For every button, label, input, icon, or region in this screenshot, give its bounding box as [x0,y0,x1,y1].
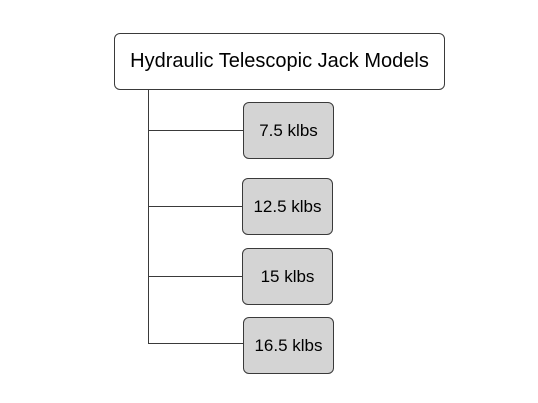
child-node-label: 16.5 klbs [254,335,323,355]
root-node: Hydraulic Telescopic Jack Models [114,33,445,90]
child-node-label: 12.5 klbs [253,196,322,216]
child-node-15-klbs: 15 klbs [242,248,333,305]
branch-connector-line [148,206,242,207]
trunk-connector-line [148,90,149,344]
child-node-12-5-klbs: 12.5 klbs [242,178,333,235]
child-node-16-5-klbs: 16.5 klbs [243,317,334,374]
branch-connector-line [148,276,242,277]
child-node-7-5-klbs: 7.5 klbs [243,102,334,159]
branch-connector-line [148,130,243,131]
root-node-label: Hydraulic Telescopic Jack Models [130,50,429,72]
child-node-label: 15 klbs [260,266,315,286]
child-node-label: 7.5 klbs [259,120,318,140]
branch-connector-line [148,343,243,344]
